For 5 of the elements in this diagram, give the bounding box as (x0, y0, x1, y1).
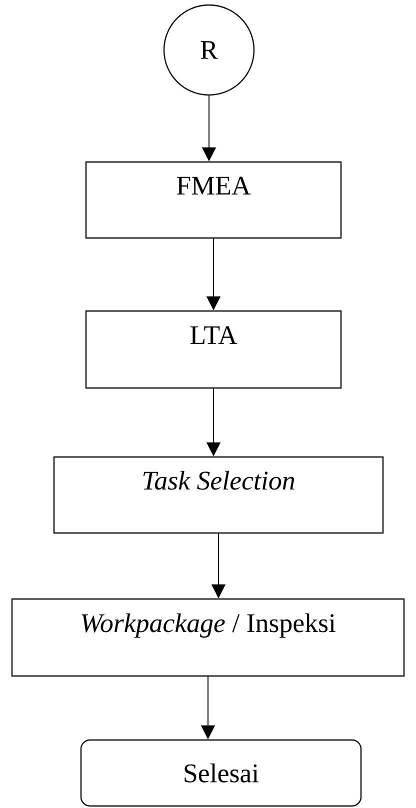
end-terminal: Selesai (80, 739, 362, 807)
process-box: Workpackage / Inspeksi (11, 598, 405, 677)
process-box: FMEA (85, 161, 342, 239)
process-box: LTA (85, 310, 342, 389)
process-box: Task Selection (53, 456, 384, 534)
